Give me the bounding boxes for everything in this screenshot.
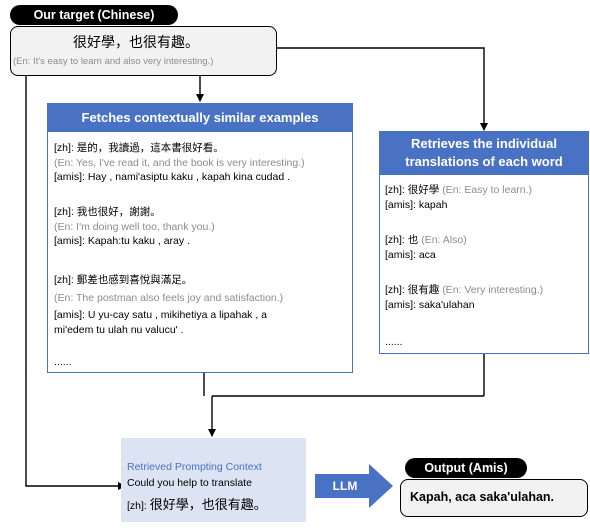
arrow-target-to-prompt xyxy=(25,76,126,490)
word-1: [zh]: 很好學 (En: Easy to learn.) [amis]: k… xyxy=(385,183,532,212)
example-1: [zh]: 是的，我讀過，這本書很好看。 (En: Yes, I've read… xyxy=(54,141,305,185)
word-1-zh: [zh]: 很好學 (En: Easy to learn.) xyxy=(385,183,532,198)
example-2-en: (En: I'm doing well too, thank you.) xyxy=(54,220,215,233)
word-3-zh: [zh]: 很有趣 (En: Very interesting.) xyxy=(385,283,543,298)
target-label: Our target (Chinese) xyxy=(10,5,178,25)
prompt-line2-prefix: [zh]: xyxy=(127,500,150,512)
word-3-en: (En: Very interesting.) xyxy=(442,284,544,296)
word-1-zh-text: [zh]: 很好學 xyxy=(385,184,440,196)
examples-ellipsis: ...... xyxy=(54,356,72,368)
word-3-amis: [amis]: saka'ulahan xyxy=(385,298,475,311)
example-1-zh: [zh]: 是的，我讀過，這本書很好看。 xyxy=(54,142,224,154)
words-title-line2: translations of each word xyxy=(405,154,563,169)
output-label: Output (Amis) xyxy=(405,458,527,478)
target-box: 很好學，也很有趣。 (En: It's easy to learn and al… xyxy=(10,26,277,76)
example-3-amis-cont: mi'edem tu ulah nu valucu' . xyxy=(54,323,184,336)
examples-title: Fetches contextually similar examples xyxy=(47,103,353,132)
word-2: [zh]: 也 (En: Also) [amis]: aca xyxy=(385,233,467,262)
words-title-line1: Retrieves the individual xyxy=(411,136,557,151)
output-box: Kapah, aca saka'ulahan. xyxy=(400,479,588,517)
example-2-zh: [zh]: 我也很好，謝謝。 xyxy=(54,206,161,218)
word-3-zh-text: [zh]: 很有趣 xyxy=(385,284,440,296)
target-zh: 很好學，也很有趣。 xyxy=(73,34,199,50)
prompt-line2-zh: 很好學，也很有趣。 xyxy=(149,497,267,512)
prompt-title: Retrieved Prompting Context xyxy=(127,461,262,473)
example-3-en: (En: The postman also feels joy and sati… xyxy=(54,291,284,304)
example-2-amis: [amis]: Kapah:tu kaku , aray . xyxy=(54,235,190,247)
arrow-target-to-words xyxy=(277,47,488,131)
words-title: Retrieves the individual translations of… xyxy=(379,131,589,175)
prompt-line1: Could you help to translate xyxy=(127,477,252,489)
words-ellipsis: ...... xyxy=(385,336,403,348)
example-3: [zh]: 郵差也感到喜悅與滿足。 (En: The postman also … xyxy=(54,273,283,337)
word-1-amis: [amis]: kapah xyxy=(385,198,448,211)
example-3-zh: [zh]: 郵差也感到喜悅與滿足。 xyxy=(54,274,193,286)
word-2-zh-text: [zh]: 也 xyxy=(385,234,419,246)
word-3: [zh]: 很有趣 (En: Very interesting.) [amis]… xyxy=(385,283,543,312)
word-1-en: (En: Easy to learn.) xyxy=(442,184,533,196)
llm-arrow-shape xyxy=(315,464,393,508)
word-2-en: (En: Also) xyxy=(421,234,467,246)
prompt-box: Retrieved Prompting Context Could you he… xyxy=(121,438,306,522)
word-2-amis: [amis]: aca xyxy=(385,248,436,261)
example-1-amis: [amis]: Hay , nami'asiptu kaku , kapah k… xyxy=(54,171,291,183)
example-2: [zh]: 我也很好，謝謝。 (En: I'm doing well too, … xyxy=(54,205,215,249)
example-3-amis: [amis]: U yu-cay satu , mikihetiya a lip… xyxy=(54,309,267,321)
output-text: Kapah, aca saka'ulahan. xyxy=(410,490,555,504)
llm-label: LLM xyxy=(332,479,358,493)
prompt-line2: [zh]: 很好學，也很有趣。 xyxy=(127,494,267,514)
example-1-en: (En: Yes, I've read it, and the book is … xyxy=(54,156,305,169)
target-en: (En: It's easy to learn and also very in… xyxy=(13,56,214,67)
llm-arrow xyxy=(315,464,393,508)
word-2-zh: [zh]: 也 (En: Also) xyxy=(385,233,467,248)
